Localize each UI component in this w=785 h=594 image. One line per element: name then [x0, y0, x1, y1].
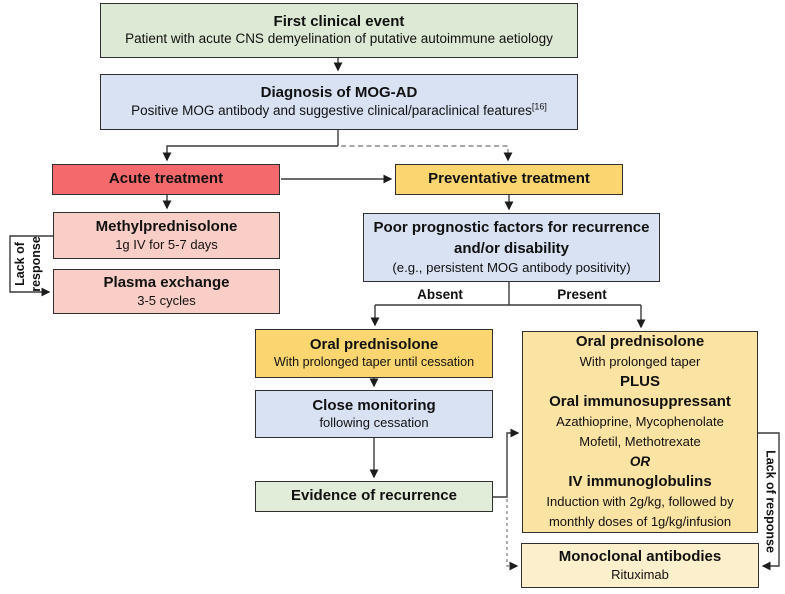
absent-branch-label: Absent: [417, 287, 463, 302]
box-line: Azathioprine, Mycophenolate: [556, 414, 724, 429]
arrow-evidence-to-present-box: [493, 428, 520, 498]
box-subtitle: following cessation: [319, 415, 429, 431]
evidence-of-recurrence-box: Evidence of recurrence: [255, 481, 493, 512]
box-line: Oral immunosuppressant: [549, 393, 731, 410]
present-branch-label: Present: [557, 287, 607, 302]
box-title: Acute treatment: [108, 170, 224, 188]
box-title-line1: Poor prognostic factors for recurrence: [373, 219, 650, 237]
acute-treatment-box: Acute treatment: [52, 164, 280, 195]
box-title: Plasma exchange: [103, 274, 230, 291]
monoclonal-antibodies-box: Monoclonal antibodies Rituximab: [521, 543, 759, 588]
box-line: monthly doses of 1g/kg/infusion: [548, 514, 732, 529]
box-line: With prolonged taper: [579, 354, 701, 369]
bracket-lack-of-response-right: [758, 432, 780, 571]
label-line1: Lack of: [13, 242, 27, 286]
box-subtitle: Patient with acute CNS demyelination of …: [125, 31, 553, 47]
reference-superscript: [16]: [531, 101, 547, 112]
preventative-treatment-box: Preventative treatment: [395, 164, 623, 195]
arrow-diagnosis-to-acute: [162, 145, 338, 162]
box-title: Diagnosis of MOG-AD: [260, 84, 418, 102]
subtitle-text: Positive MOG antibody and suggestive cli…: [131, 102, 532, 118]
box-line: Induction with 2g/kg, followed by: [546, 494, 734, 509]
oral-prednisolone-present-box: Oral prednisolone With prolonged taper P…: [522, 331, 758, 533]
box-title: Evidence of recurrence: [291, 487, 457, 505]
box-subtitle: 1g IV for 5-7 days: [115, 236, 218, 252]
oral-prednisolone-absent-box: Oral prednisolone With prolonged taper u…: [255, 329, 493, 378]
first-clinical-event-box: First clinical event Patient with acute …: [100, 3, 578, 58]
plasma-exchange-box: Plasma exchange 3-5 cycles: [53, 269, 280, 314]
box-line: Oral prednisolone: [575, 333, 705, 350]
box-line: OR: [629, 454, 651, 469]
bracket-lack-of-response-left: [9, 235, 53, 297]
label-line2: response: [28, 236, 43, 292]
diagnosis-mog-ad-box: Diagnosis of MOG-AD Positive MOG antibod…: [100, 74, 578, 130]
box-subtitle: (e.g., persistent MOG antibody positivit…: [392, 259, 631, 275]
box-title-line2: and/or disability: [453, 239, 570, 257]
box-subtitle: 3-5 cycles: [137, 292, 196, 308]
box-subtitle: Positive MOG antibody and suggestive cli…: [131, 101, 547, 120]
methylprednisolone-box: Methylprednisolone 1g IV for 5-7 days: [53, 212, 280, 259]
box-subtitle: Rituximab: [611, 566, 669, 582]
box-title: Close monitoring: [312, 396, 436, 414]
box-line: PLUS: [619, 373, 660, 390]
box-title: Methylprednisolone: [95, 218, 238, 235]
close-monitoring-box: Close monitoring following cessation: [255, 390, 493, 438]
lack-of-response-right-label: Lack of response: [763, 450, 778, 553]
arrow-evidence-to-monoclonal-dashed: [506, 499, 519, 571]
box-line: Mofetil, Methotrexate: [579, 434, 701, 449]
box-subtitle: With prolonged taper until cessation: [273, 355, 475, 369]
lack-of-response-left-label: Lack of response: [13, 230, 47, 298]
box-title: First clinical event: [273, 12, 405, 30]
box-title: Preventative treatment: [428, 170, 590, 188]
arrow-diagnosis-to-preventative-dashed: [341, 145, 513, 162]
poor-prognostic-factors-box: Poor prognostic factors for recurrence a…: [363, 213, 660, 282]
box-line: IV immunoglobulins: [568, 473, 712, 490]
box-title: Oral prednisolone: [309, 336, 439, 354]
box-title: Monoclonal antibodies: [558, 548, 722, 565]
